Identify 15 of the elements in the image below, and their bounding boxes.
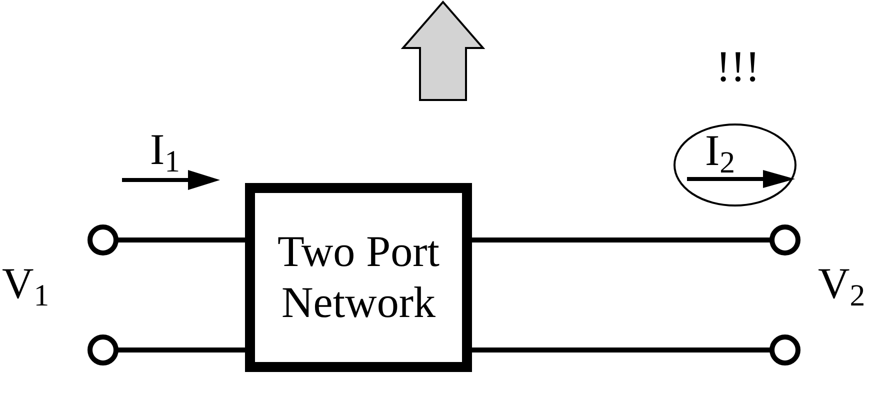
wire (116, 238, 245, 242)
terminal-circle (769, 224, 801, 256)
current-label: I$_{1}$ (150, 128, 180, 178)
network-box: Two Port Network (245, 183, 472, 372)
terminal-circle (87, 224, 119, 256)
terminal-circle (87, 334, 119, 366)
voltage-label: V$_{1}$ (2, 262, 50, 312)
terminal-circle (769, 334, 801, 366)
wire (472, 348, 772, 352)
exclamation-marks: !!! (716, 45, 760, 89)
current-label: I$_{2}$ (705, 129, 736, 178)
wire (472, 238, 772, 242)
voltage-label: V$_{2}$ (818, 262, 866, 312)
current-ellipse (673, 123, 797, 207)
wire (116, 348, 245, 352)
